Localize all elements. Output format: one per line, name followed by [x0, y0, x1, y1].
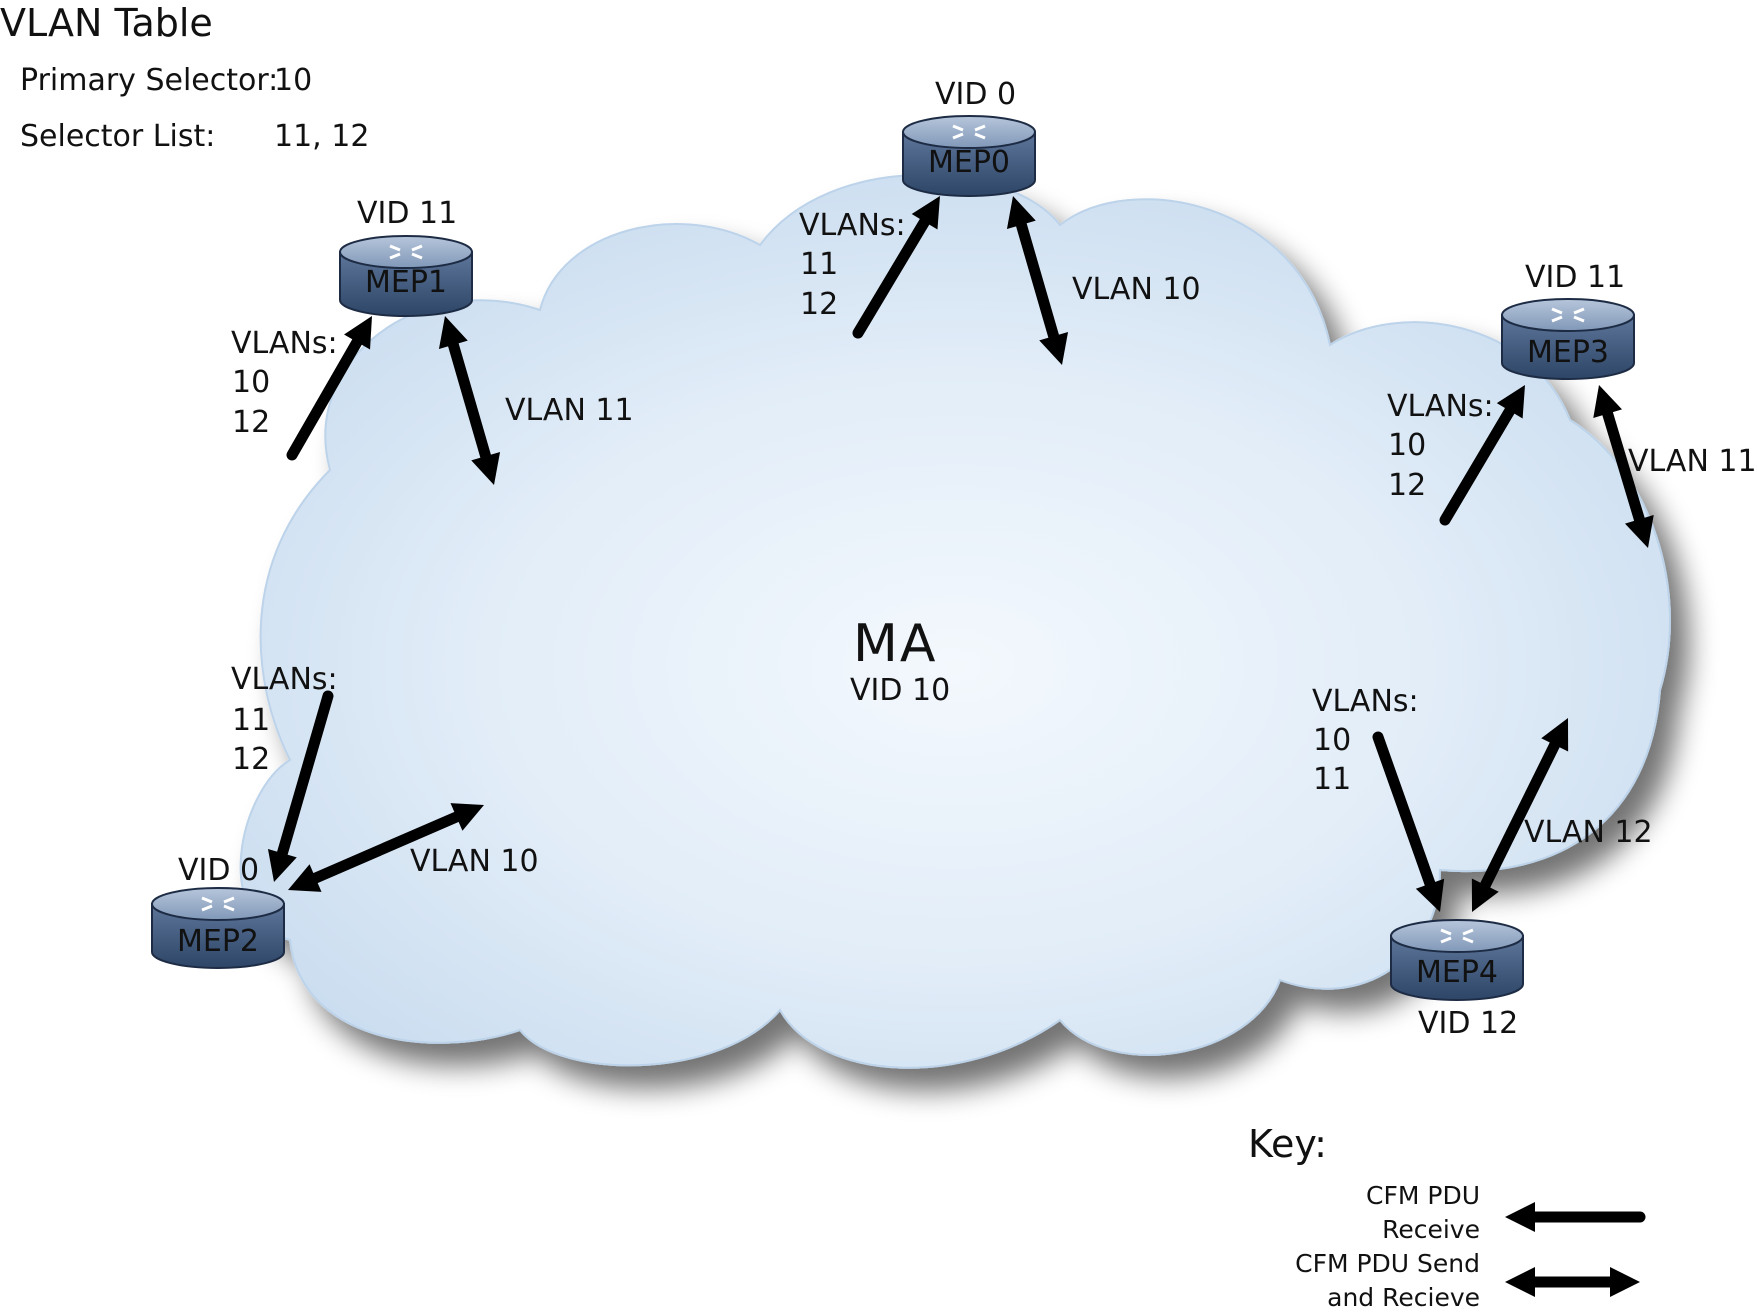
mep0-link-label: VLAN 10 — [1072, 272, 1201, 307]
mep4-vlans-label: VLANs: — [1312, 684, 1419, 719]
primary-selector-label: Primary Selector: — [20, 63, 279, 98]
key-receive-line1: CFM PDU — [1366, 1181, 1480, 1210]
mep0-vlans-label: VLANs: — [799, 208, 906, 243]
selector-list-label: Selector List: — [20, 119, 216, 154]
mep0-vid: VID 0 — [935, 77, 1017, 112]
mep4-vid: VID 12 — [1418, 1006, 1519, 1041]
mep1-vid: VID 11 — [357, 196, 458, 231]
key-send-line2: and Recieve — [1327, 1283, 1480, 1312]
key-receive-arrow — [1505, 1202, 1646, 1232]
mep4-vlan-b: 11 — [1313, 762, 1352, 797]
mep2-vid: VID 0 — [178, 853, 260, 888]
mep1-vlan-b: 12 — [232, 405, 271, 440]
key-send-receive-arrow — [1505, 1267, 1640, 1297]
mep0-vlan-a: 11 — [800, 247, 839, 282]
mep0-name: MEP0 — [927, 145, 1011, 180]
mep4-receive-arrow — [1372, 731, 1445, 912]
ma-label: MA — [853, 614, 938, 674]
mep4-link-label: VLAN 12 — [1524, 815, 1653, 850]
mep1-vlan-a: 10 — [232, 365, 271, 400]
primary-selector-value: 10 — [274, 63, 313, 98]
mep3-vlan-a: 10 — [1388, 428, 1427, 463]
mep4-send-receive-arrow — [1471, 718, 1569, 912]
mep4-name: MEP4 — [1415, 955, 1499, 990]
mep3-send-receive-arrow — [1593, 385, 1654, 548]
mep3-link-label: VLAN 11 — [1628, 444, 1757, 479]
mep0-send-receive-arrow — [1006, 196, 1069, 365]
mep3-vlan-b: 12 — [1388, 468, 1427, 503]
mep3-name: MEP3 — [1526, 335, 1610, 370]
mep0-receive-arrow — [852, 196, 940, 339]
mep1-receive-arrow — [286, 316, 372, 461]
arrows-layer — [267, 196, 1654, 1297]
vlan-table-title: VLAN Table — [0, 1, 213, 45]
mep2-vlans-label: VLANs: — [231, 662, 338, 697]
mep2-vlan-a: 11 — [232, 703, 271, 738]
mep1-vlans-label: VLANs: — [231, 326, 338, 361]
mep4-vlan-a: 10 — [1313, 723, 1352, 758]
mep3-receive-arrow — [1439, 385, 1525, 526]
key-send-line1: CFM PDU Send — [1295, 1249, 1480, 1278]
mep3-vlans-label: VLANs: — [1387, 389, 1494, 424]
mep2-link-label: VLAN 10 — [410, 844, 539, 879]
mep1-link-label: VLAN 11 — [505, 393, 634, 428]
key-title: Key: — [1248, 1122, 1327, 1166]
mep3-vid: VID 11 — [1525, 260, 1626, 295]
mep2-send-receive-arrow — [288, 803, 484, 892]
ma-vid-label: VID 10 — [850, 673, 951, 708]
mep2-vlan-b: 12 — [232, 742, 271, 777]
mep2-name: MEP2 — [176, 924, 260, 959]
mep1-name: MEP1 — [364, 265, 448, 300]
mep2-receive-arrow — [267, 690, 334, 882]
key-receive-line2: Receive — [1382, 1215, 1480, 1244]
selector-list-value: 11, 12 — [274, 119, 370, 154]
mep1-send-receive-arrow — [438, 316, 501, 485]
mep0-vlan-b: 12 — [800, 287, 839, 322]
